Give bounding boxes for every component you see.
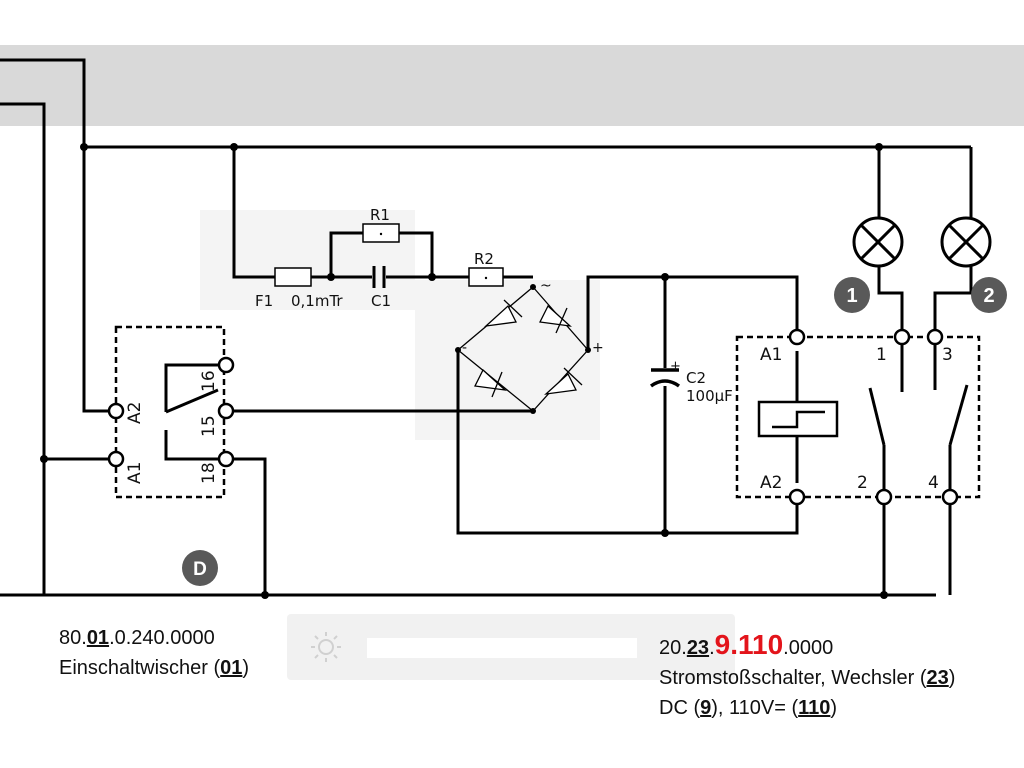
wiper-label-a1: A1: [125, 462, 145, 484]
wires: [0, 58, 973, 597]
label-c2: C2: [686, 369, 706, 387]
lamp-1: [852, 216, 904, 268]
sun-icon: [311, 632, 341, 662]
impulse-label-4: 4: [928, 473, 939, 493]
impulse-label-1: 1: [876, 345, 887, 365]
caption-right-code: 20.23.9.110.0000: [659, 629, 834, 660]
badge-lamp-1: 1: [834, 277, 870, 313]
badge-d-label: D: [193, 559, 207, 580]
caption-right: 20.23.9.110.0000 Stromstoßschalter, Wech…: [659, 630, 955, 723]
capacitor-c2: [649, 368, 681, 388]
caption-left: 80.01.0.240.0000 Einschaltwischer (01): [59, 623, 249, 683]
wiper-label-18: 18: [199, 462, 219, 484]
header-band: [0, 45, 1024, 126]
label-f1: F1: [255, 292, 273, 310]
badge-lamp-1-label: 1: [846, 285, 857, 307]
junction-dots: [40, 143, 888, 599]
impulse-label-2: 2: [857, 473, 868, 493]
capacitor-c1: [372, 266, 386, 288]
label-r2: R2: [474, 250, 494, 268]
badge-d: D: [182, 550, 218, 586]
impulse-relay-box: [735, 335, 981, 499]
terminals: [107, 328, 959, 506]
label-c2-polarity: +: [670, 359, 681, 374]
impulse-label-a2: A2: [760, 473, 782, 493]
wiper-label-15: 15: [199, 415, 219, 437]
label-c2-value: 100µF: [686, 387, 733, 405]
impulse-label-3: 3: [942, 345, 953, 365]
label-plus: +: [592, 340, 604, 356]
wiper-label-16: 16: [199, 370, 219, 392]
badge-lamp-2-label: 2: [983, 285, 994, 307]
label-r1: R1: [370, 206, 390, 224]
fuse-f1: [274, 267, 312, 287]
caption-left-code: 80.01.0.240.0000: [59, 627, 215, 649]
caption-left-desc: Einschaltwischer (01): [59, 657, 250, 679]
relay-coil: [757, 400, 839, 438]
caption-right-line3: DC (9), 110V= (110): [659, 697, 838, 719]
brightness-control[interactable]: [287, 614, 735, 680]
impulse-label-a1: A1: [760, 345, 782, 365]
label-c1: C1: [371, 292, 391, 310]
label-ac: ~: [540, 278, 552, 294]
caption-right-line2: Stromstoßschalter, Wechsler (23): [659, 667, 956, 689]
lamp-2: [940, 216, 992, 268]
wiper-label-a2: A2: [125, 402, 145, 424]
badge-lamp-2: 2: [971, 277, 1007, 313]
label-minus: -: [462, 340, 467, 356]
label-f1-rating: 0,1mTr: [291, 292, 343, 310]
brightness-slider[interactable]: [367, 638, 637, 658]
